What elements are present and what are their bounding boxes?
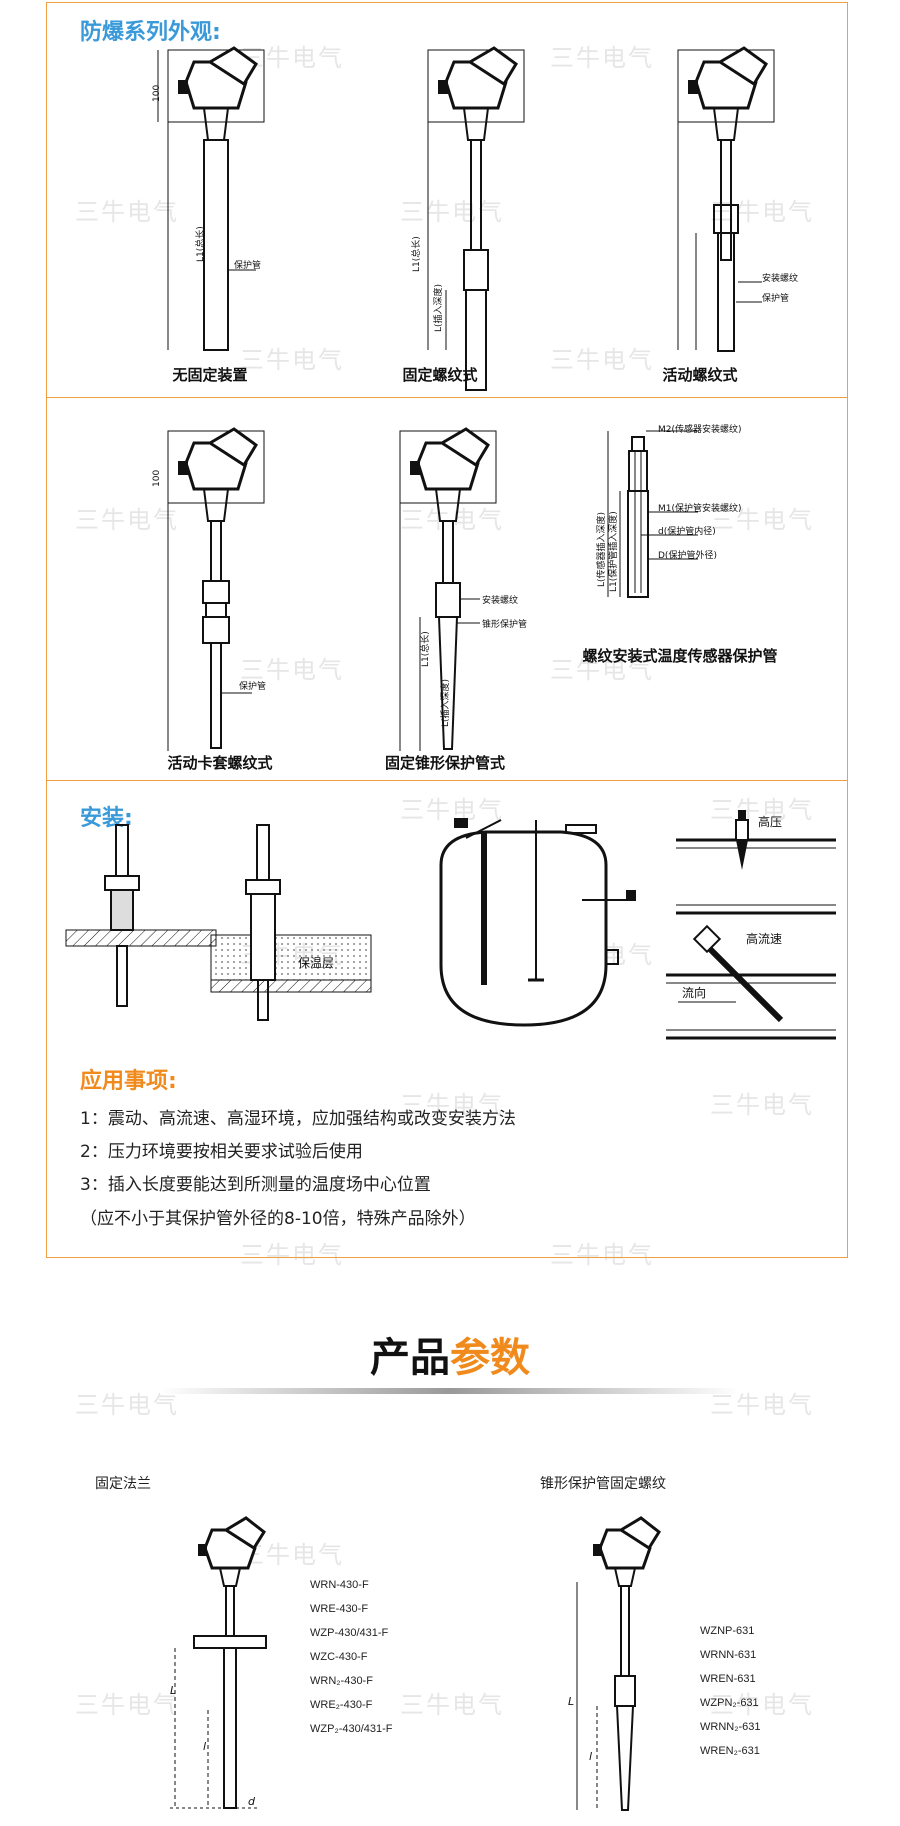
dim-l: l — [589, 1750, 592, 1763]
label-d-inner: d(保护管内径) — [658, 525, 716, 537]
dim-head: 100 — [152, 470, 162, 487]
model-item: WZP₂-430/431-F — [310, 1723, 393, 1735]
note-item: 2：压力环境要按相关要求试验后使用 — [80, 1142, 363, 1162]
dim-insert: L(插入深度) — [432, 284, 444, 332]
caption-movable-thread: 活动螺纹式 — [662, 366, 738, 384]
section-title-appearance: 防爆系列外观: — [80, 20, 221, 45]
model-item: WRN₂-430-F — [310, 1675, 373, 1687]
model-item: WZNP-631 — [700, 1625, 754, 1637]
right-product-label: 锥形保护管固定螺纹 — [540, 1476, 666, 1492]
caption-fixed-thread: 固定螺纹式 — [402, 366, 478, 384]
params-title-b: 参数 — [450, 1335, 530, 1381]
label-m1: M1(保护管安装螺纹) — [658, 502, 742, 514]
caption-no-fixing: 无固定装置 — [172, 366, 248, 384]
dim-l: l — [203, 1740, 206, 1753]
left-model-list: WRN-430-F WRE-430-F WZP-430/431-F WZC-43… — [310, 1579, 393, 1735]
caption-thermowell: 螺纹安装式温度传感器保护管 — [582, 647, 778, 665]
dim-cone-tube: 锥形保护管 — [482, 618, 527, 630]
divider — [46, 397, 848, 398]
model-item: WRE₂-430-F — [310, 1699, 373, 1711]
caption-fixed-cone: 固定锥形保护管式 — [384, 754, 505, 772]
dim-head: 100 — [152, 85, 162, 102]
model-item: WRN-430-F — [310, 1579, 369, 1591]
label-m2: M2(传感器安装螺纹) — [658, 423, 742, 435]
note-item: 1：震动、高流速、高湿环境，应加强结构或改变安装方法 — [80, 1109, 516, 1129]
notes-title: 应用事项: — [80, 1069, 177, 1094]
model-item: WZPN₂-631 — [700, 1697, 759, 1709]
model-item: WREN₂-631 — [700, 1745, 760, 1757]
dim-tube: 保护管 — [234, 259, 261, 271]
caption-movable-ferrule: 活动卡套螺纹式 — [167, 754, 273, 772]
label-d-outer: D(保护管外径) — [658, 549, 717, 561]
right-model-list: WZNP-631 WRNN-631 WREN-631 WZPN₂-631 WRN… — [700, 1625, 761, 1757]
dim-total: L1(总长) — [194, 226, 206, 262]
note-item: 3：插入长度要能达到所测量的温度场中心位置 — [80, 1175, 431, 1195]
content-frame — [46, 2, 848, 1258]
dim-L: L — [170, 1684, 176, 1697]
model-item: WZC-430-F — [310, 1651, 368, 1663]
params-title: 产品参数 — [0, 1325, 900, 1383]
dim-d: d — [248, 1795, 256, 1808]
install-diagrams: 保温层 高压 流向 高流速 — [65, 810, 836, 1040]
mounting-type-diagrams: 保护管 100 安装螺纹 锥形保护管 L1(总长) L(插入深度) M2(传感器… — [152, 423, 742, 751]
dim-tube: 保护管 — [239, 680, 266, 692]
model-item: WZP-430/431-F — [310, 1627, 389, 1639]
label-l1-tube: L1(保护管插入深度) — [607, 511, 619, 592]
divider — [46, 780, 848, 781]
model-item: WREN-631 — [700, 1673, 756, 1685]
label-flow: 流向 — [682, 985, 706, 1000]
explosion-proof-diagrams: 100 L1(总长) 保护管 L1(总长) L(插入深度) 安装螺纹 保护管 — [152, 46, 798, 391]
model-item: WRNN-631 — [700, 1649, 756, 1661]
title-underline — [160, 1388, 740, 1394]
product-drawings: L l d WRN-430-F WRE-430-F WZP-430/431-F … — [170, 1516, 761, 1811]
dim-total: L1(总长) — [410, 236, 422, 272]
dim-total: L1(总长) — [419, 631, 431, 667]
dim-insert: L(插入深度) — [439, 679, 451, 727]
label-high-pressure: 高压 — [758, 814, 782, 829]
left-product-label: 固定法兰 — [95, 1476, 151, 1492]
params-title-a: 产品 — [370, 1335, 450, 1381]
label-insulation: 保温层 — [298, 956, 334, 970]
dim-thread: 安装螺纹 — [482, 594, 518, 606]
dim-tube: 保护管 — [762, 292, 789, 304]
note-item: （应不小于其保护管外径的8-10倍，特殊产品除外） — [80, 1209, 476, 1229]
dim-thread: 安装螺纹 — [762, 272, 798, 284]
dim-L: L — [568, 1695, 574, 1708]
label-high-speed: 高流速 — [746, 931, 782, 946]
section-title-install: 安装: — [80, 806, 133, 831]
label-l-sensor: L(传感器插入深度) — [595, 512, 607, 587]
model-item: WRNN₂-631 — [700, 1721, 761, 1733]
model-item: WRE-430-F — [310, 1603, 368, 1615]
